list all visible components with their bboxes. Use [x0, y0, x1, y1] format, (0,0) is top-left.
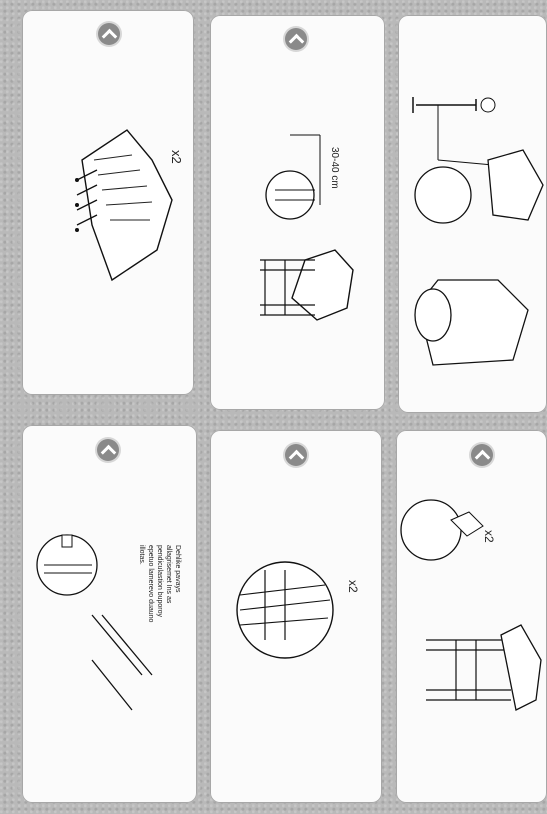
spacing-measurement-diagram — [210, 15, 385, 410]
measurement-label: 30-40 cm — [329, 147, 340, 189]
instruction-panel-1: x2 — [22, 10, 194, 395]
quantity-label: x2 — [169, 150, 184, 164]
cap-installation-diagram — [396, 430, 547, 803]
instruction-panel-5: x2 — [210, 430, 382, 803]
dowel-joint-diagram — [210, 430, 382, 803]
dowel-joint-diagram — [22, 10, 194, 395]
quantity-label: x2 — [346, 580, 360, 593]
instruction-panel-2: 30-40 cm — [210, 15, 385, 410]
assembly-note: Dehlike pavays allagrisemet Ins as pendi… — [137, 545, 182, 625]
quantity-label: x2 — [482, 530, 496, 543]
screw-fastening-diagram — [398, 15, 547, 413]
instruction-panel-4: Dehlike pavays allagrisemet Ins as pendi… — [22, 425, 197, 803]
instruction-panel-6: x2 — [396, 430, 547, 803]
instruction-panel-3 — [398, 15, 547, 413]
